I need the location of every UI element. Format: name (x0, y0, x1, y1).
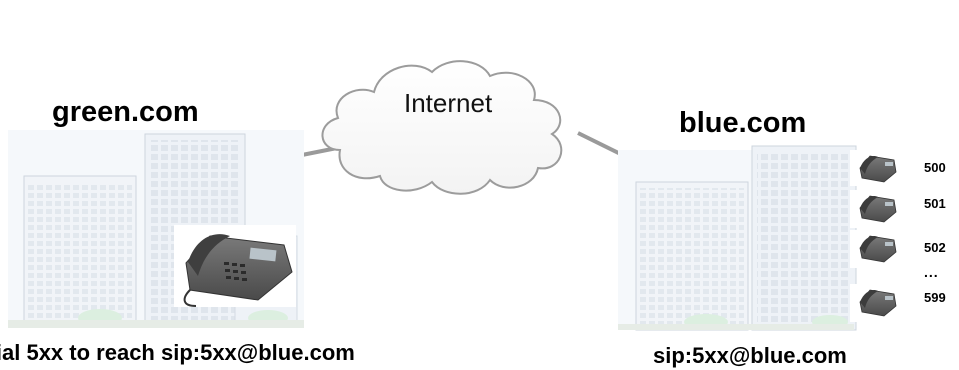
extension-ellipsis: ... (924, 264, 939, 280)
green-site-caption: Dial 5xx to reach sip:5xx@blue.com (0, 340, 355, 365)
blue-phone-icon-500 (850, 150, 904, 186)
blue-phone-icon-599 (850, 284, 904, 322)
green-domain-label: green.com (52, 96, 199, 128)
blue-phone-icon-501 (850, 190, 904, 228)
extension-label-599: 599 (924, 290, 946, 305)
blue-domain-label: blue.com (679, 107, 807, 139)
green-desk-phone-icon (174, 225, 296, 307)
internet-cloud-icon (321, 60, 563, 195)
blue-phone-icon-502 (850, 230, 904, 268)
blue-site-buildings (618, 145, 857, 331)
extension-label-501: 501 (924, 196, 946, 211)
extension-label-500: 500 (924, 160, 946, 175)
internet-cloud-label: Internet (404, 88, 493, 118)
blue-site-caption: sip:5xx@blue.com (653, 343, 847, 368)
extension-label-502: 502 (924, 240, 946, 255)
